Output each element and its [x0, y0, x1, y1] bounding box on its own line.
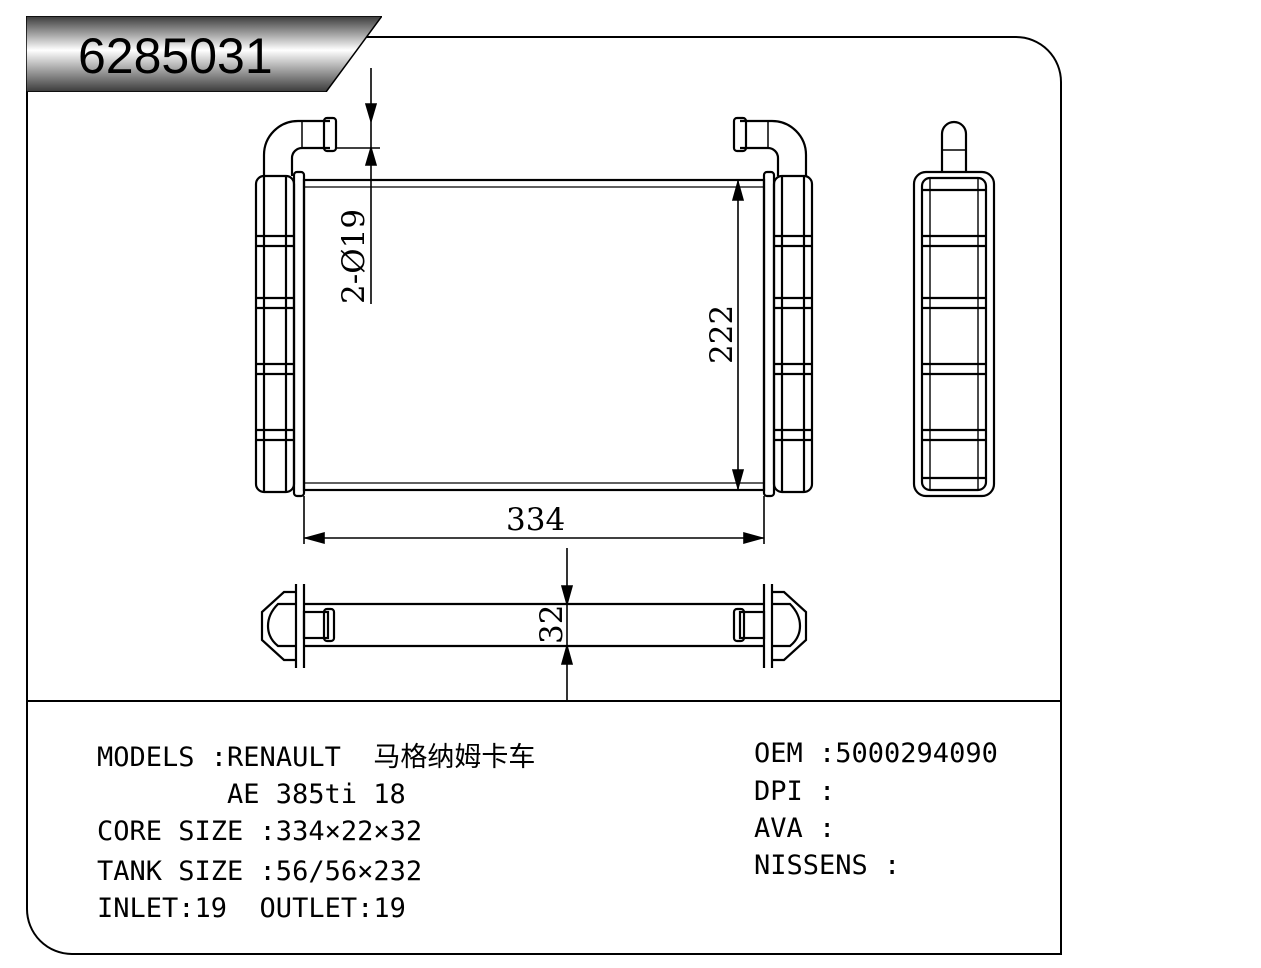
- inlet-outlet: INLET:19 OUTLET:19: [97, 893, 406, 924]
- core-height-label: 222: [704, 305, 740, 364]
- core-width-label: 334: [506, 502, 565, 538]
- models-line: MODELS :RENAULT 马格纳姆卡车: [97, 742, 535, 774]
- ava-number: AVA :: [754, 813, 836, 844]
- part-number: 6285031: [78, 28, 273, 84]
- tank-size: TANK SIZE :56/56×232: [97, 856, 423, 887]
- dpi-number: DPI :: [754, 776, 836, 807]
- core-size: CORE SIZE :334×22×32: [97, 816, 423, 847]
- side-view: [912, 120, 996, 498]
- nissens-number: NISSENS :: [754, 850, 901, 881]
- models-label: MODELS :: [97, 742, 228, 773]
- right-outlet-pipe: [732, 116, 808, 176]
- title-tab: [26, 16, 382, 92]
- inlet-diameter-label: 2-Ø19: [336, 209, 372, 304]
- depth-label: 32: [534, 605, 570, 644]
- front-view: [254, 116, 814, 498]
- spec-divider: [26, 700, 1062, 702]
- right-tank: [762, 170, 814, 498]
- left-tank: [254, 170, 306, 498]
- core-outline: [302, 178, 766, 492]
- top-view: [260, 584, 808, 668]
- models-value: RENAULT 马格纳姆卡车: [227, 742, 536, 773]
- oem-number: OEM :5000294090: [754, 738, 998, 769]
- drawing-frame: [26, 36, 1062, 955]
- left-inlet-pipe: [262, 116, 338, 176]
- models-line-2: AE 385ti 18: [227, 779, 406, 810]
